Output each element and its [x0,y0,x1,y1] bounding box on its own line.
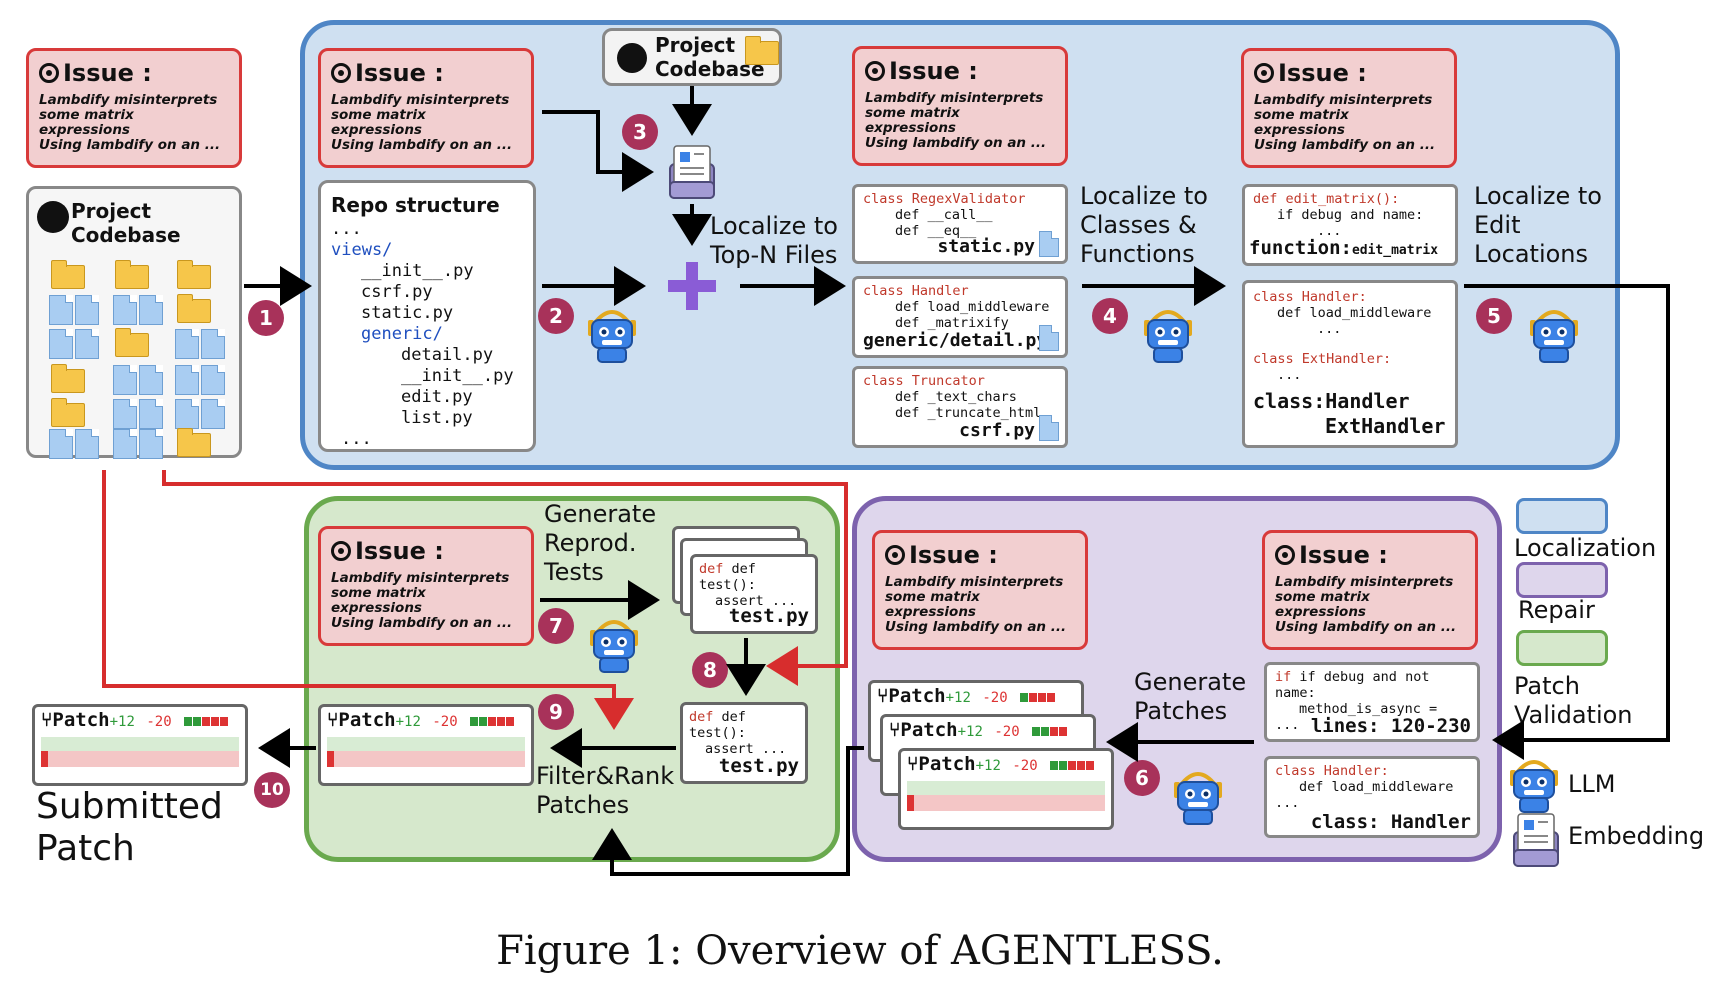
folder-icon [177,294,211,323]
github-icon [1254,63,1274,83]
file-icon [113,429,137,459]
file-icon [139,295,163,325]
folder-icon [115,260,149,289]
github-icon [865,61,885,81]
patch-candidate-3: ⑂Patch+12 -20 [898,748,1114,830]
github-icon [37,201,69,233]
step-marker-10: 10 [254,772,290,808]
file-icon [49,429,73,459]
edit-location-box: if if debug and not name: method_is_asyn… [1264,662,1480,742]
file-icon [1039,325,1059,351]
file-icon [175,365,199,395]
git-pull-icon: ⑂ [889,719,901,741]
folder-icon [177,428,211,457]
step-marker-5: 5 [1476,298,1512,334]
legend-swatch-localization [1516,498,1608,534]
file-icon [201,365,225,395]
file-box-static: class RegexValidator def __call__ def __… [852,184,1068,264]
file-icon [75,329,99,359]
file-icon [113,365,137,395]
legend-swatch-validation [1516,630,1608,666]
step-marker-1: 1 [248,300,284,336]
repair-class-box: class Handler: def load_middleware ... c… [1264,756,1480,838]
repo-structure-box: Repo structure ... views/ __init__.py cs… [318,180,536,452]
folder-icon [51,364,85,393]
legend-label-localization: Localization [1514,534,1657,562]
legend-label-repair: Repair [1518,596,1595,624]
file-box-csrf: class Truncator def _text_chars def _tru… [852,366,1068,448]
class-box: class Handler: def load_middleware ... c… [1242,280,1458,448]
folder-icon [51,260,85,289]
patch-submitted: ⑂Patch+12 -20 [32,704,248,786]
git-pull-icon: ⑂ [877,685,889,707]
step-marker-8: 8 [692,652,728,688]
file-icon [49,329,73,359]
file-icon [175,399,199,429]
file-icon [139,429,163,459]
file-icon [139,365,163,395]
file-icon [1039,231,1059,257]
github-icon [617,43,647,73]
legend-label-embedding: Embedding [1568,822,1705,850]
file-icon [175,329,199,359]
github-icon [39,63,59,83]
git-pull-icon: ⑂ [41,709,53,731]
patch-ranked: ⑂Patch+12 -20 [318,704,534,786]
file-icon [75,429,99,459]
folder-icon [745,36,779,65]
repo-structure-title: Repo structure [331,193,500,217]
step-marker-7: 7 [538,608,574,644]
file-icon [113,295,137,325]
step-marker-6: 6 [1124,760,1160,796]
github-icon [1275,545,1295,565]
step-marker-3: 3 [622,114,658,150]
test-file-selected: def def test(): assert ... test.py [680,702,808,784]
file-icon [139,399,163,429]
figure-caption: Figure 1: Overview of AGENTLESS. [496,928,1224,974]
git-pull-icon: ⑂ [907,753,919,775]
test-file-generated: def def test(): assert ... test.py [690,554,818,634]
file-box-detail: class Handler def load_middleware def _m… [852,276,1068,358]
legend-label-llm: LLM [1568,770,1616,798]
file-icon [49,295,73,325]
step-marker-9: 9 [538,694,574,730]
folder-icon [51,398,85,427]
folder-icon [177,260,211,289]
file-icon [1039,415,1059,441]
folder-icon [115,328,149,357]
github-icon [885,545,905,565]
function-box: def edit_matrix(): if debug and name: ..… [1242,184,1458,266]
git-pull-icon: ⑂ [327,709,339,731]
file-icon [75,295,99,325]
step-marker-4: 4 [1092,298,1128,334]
file-icon [201,399,225,429]
step-marker-2: 2 [538,298,574,334]
legend-swatch-repair [1516,562,1608,598]
file-icon [201,329,225,359]
github-icon [331,541,351,561]
file-icon [113,399,137,429]
github-icon [331,63,351,83]
